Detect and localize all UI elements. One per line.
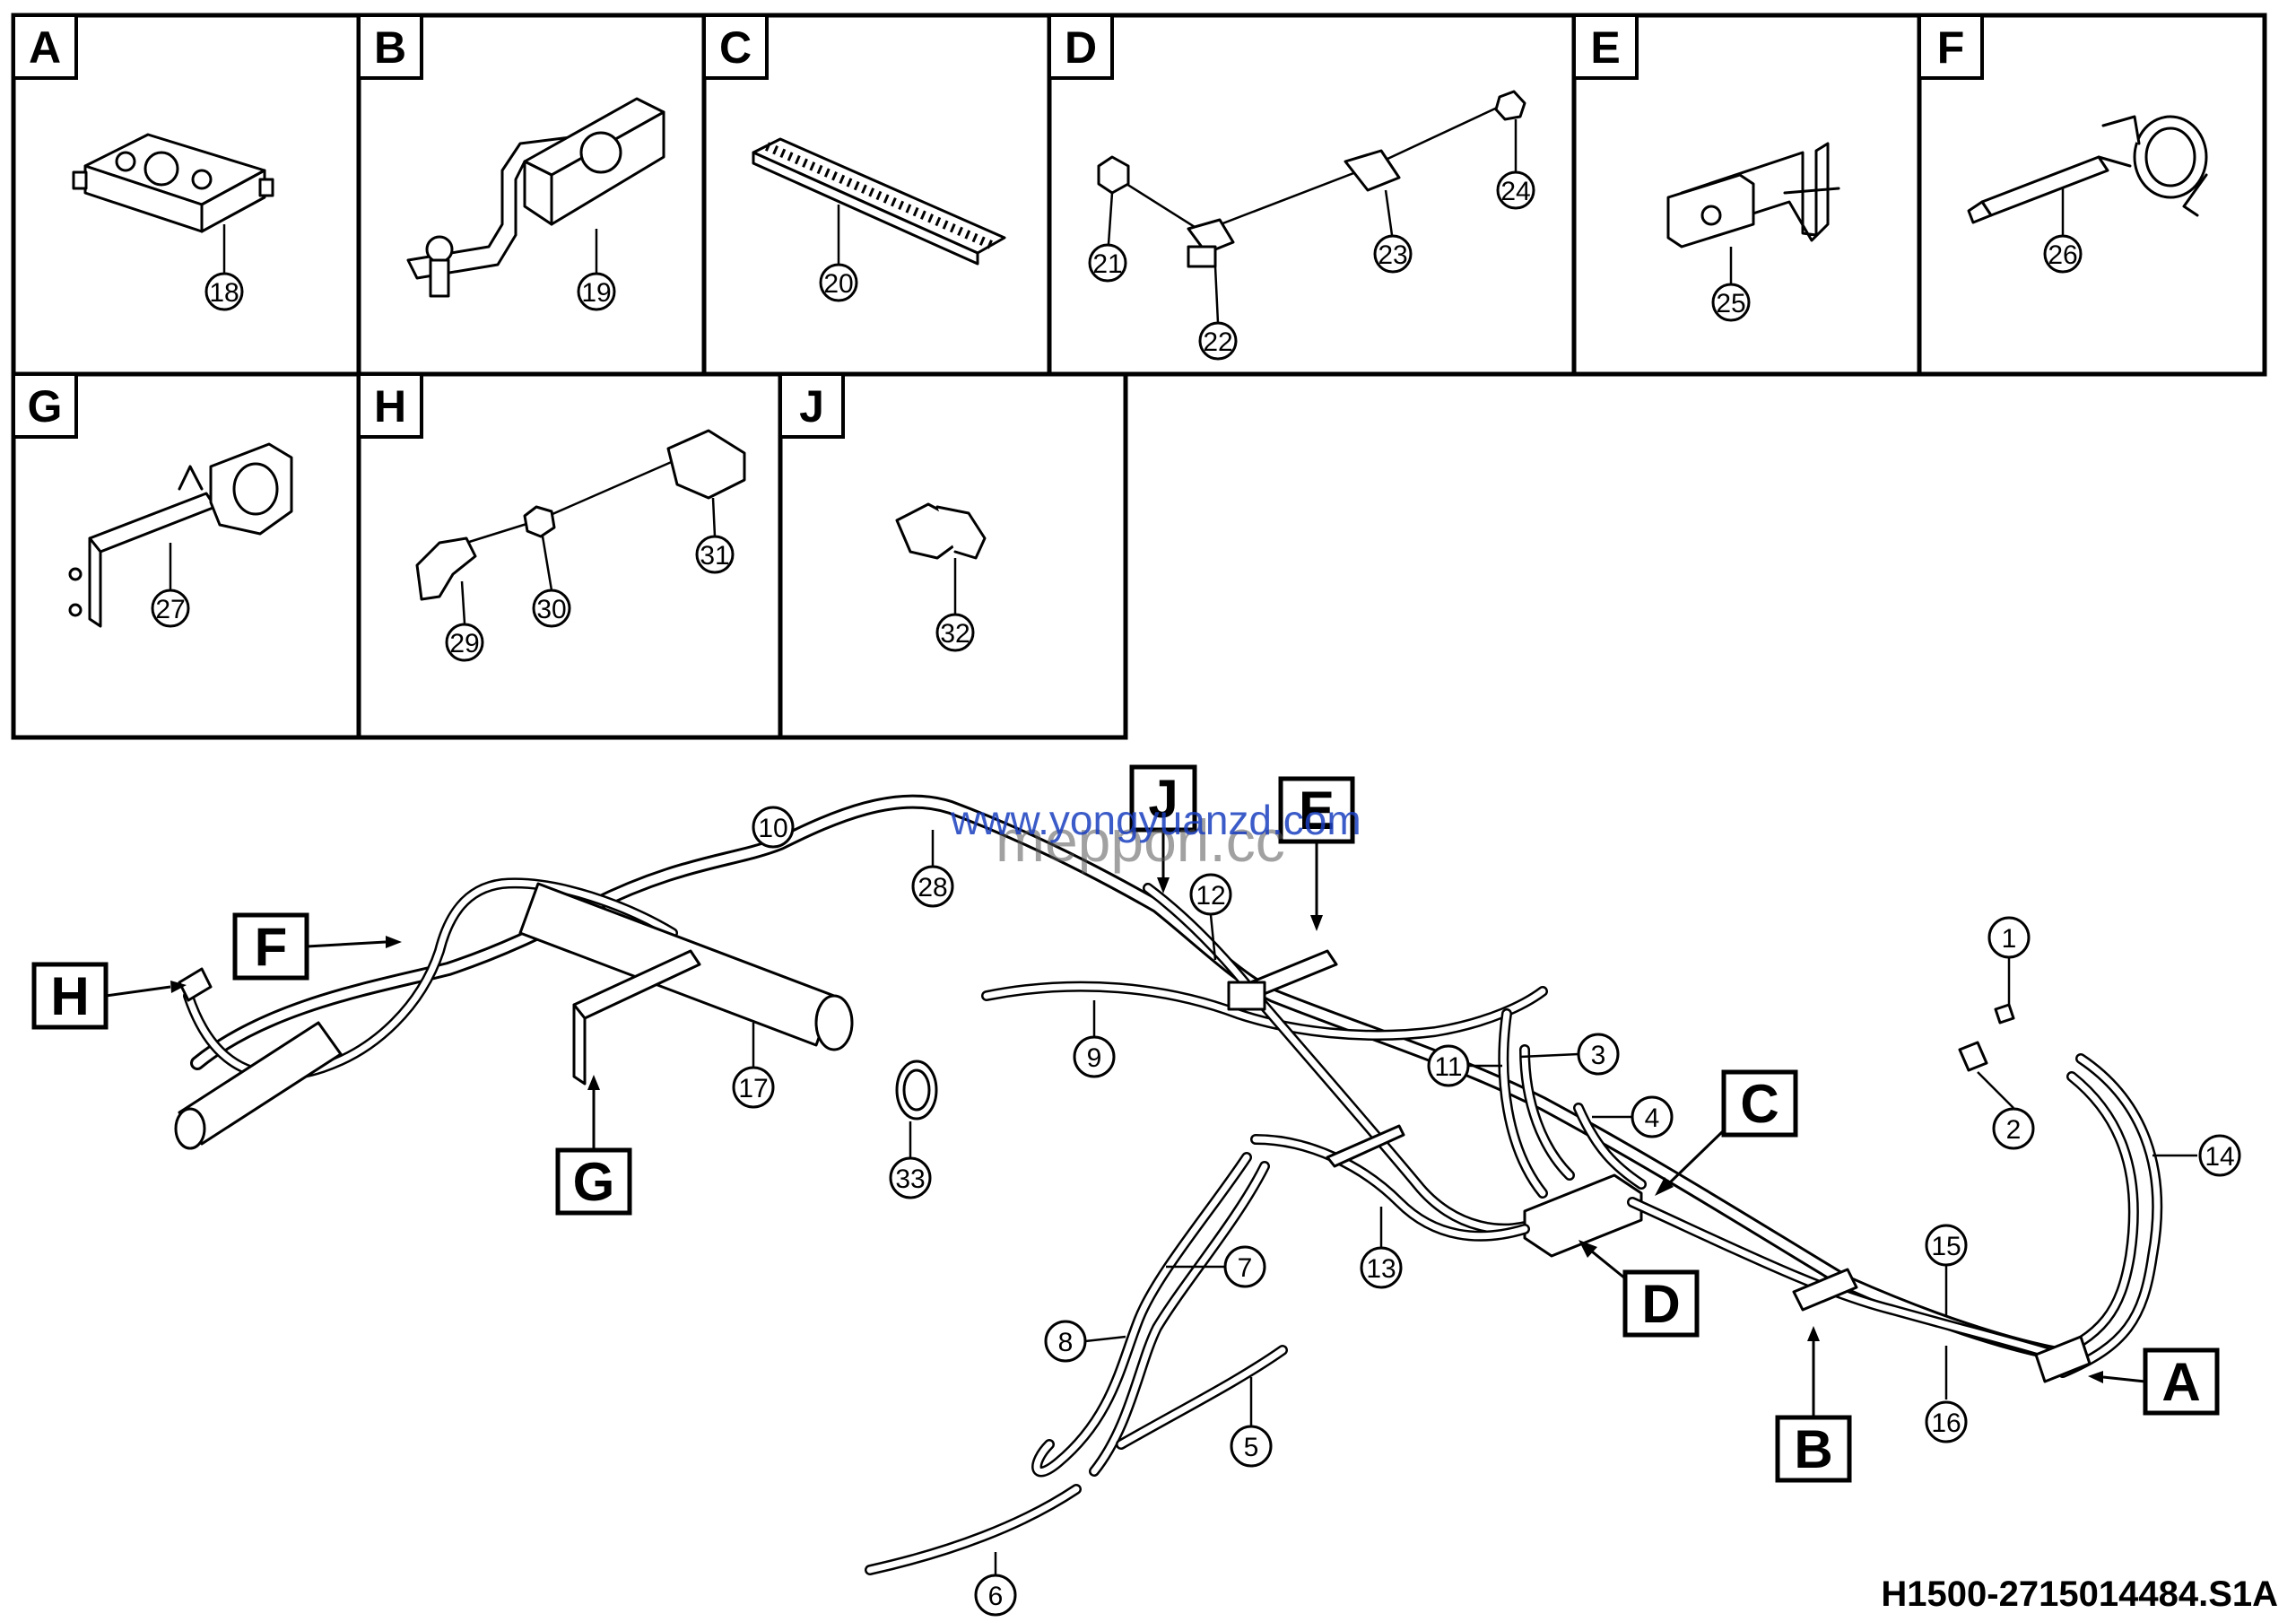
panel-d: D 21 22 23 24: [1047, 13, 1577, 377]
watermark-line1: www.yongyuanzd.com: [950, 797, 1361, 843]
main-tag-g: G: [555, 1075, 632, 1216]
fitting-set-icon: [1097, 90, 1526, 268]
panel-c: C 20: [701, 13, 1052, 377]
panel-e: E 25: [1571, 13, 1922, 377]
fitting-h-icon: [415, 429, 746, 601]
callout-33: 33: [895, 1164, 925, 1194]
callout-22: 22: [1203, 327, 1232, 357]
callout-1: 1: [2002, 924, 2017, 954]
callout-25: 25: [1716, 289, 1745, 318]
callout-28: 28: [918, 873, 947, 903]
callout-29: 29: [449, 629, 479, 658]
panel-a-letter: A: [29, 22, 61, 73]
main-callouts: 1 2 3 4 5 6 7 8 9 10 11 12: [732, 806, 2241, 1617]
svg-text:E: E: [1299, 780, 1335, 841]
svg-text:D: D: [1641, 1274, 1680, 1334]
callout-32: 32: [940, 619, 970, 649]
panel-b-letter: B: [374, 22, 406, 73]
callout-18: 18: [209, 278, 239, 308]
svg-text:F: F: [255, 917, 288, 977]
main-tag-h: H: [31, 962, 187, 1030]
callout-4: 4: [1645, 1103, 1660, 1133]
panel-e-letter: E: [1590, 22, 1620, 73]
callout-16: 16: [1931, 1408, 1961, 1438]
callout-31: 31: [700, 541, 729, 571]
svg-text:J: J: [1148, 769, 1178, 829]
callout-17: 17: [738, 1074, 768, 1103]
callout-24: 24: [1500, 177, 1530, 206]
svg-text:C: C: [1740, 1074, 1779, 1134]
main-tag-f: F: [232, 912, 402, 981]
panel-j: J 32: [778, 371, 1128, 740]
callout-12: 12: [1196, 881, 1225, 911]
panel-d-letter: D: [1065, 22, 1097, 73]
clamp-block-icon: [72, 133, 274, 233]
panel-j-letter: J: [799, 381, 824, 432]
drawing-code: H1500-2715014484.S1A: [1881, 1574, 2278, 1614]
bracket-g-icon: [68, 442, 293, 628]
callout-19: 19: [581, 278, 611, 308]
callout-26: 26: [2048, 240, 2077, 270]
panel-a: A 18: [11, 13, 361, 377]
panel-h-letter: H: [374, 381, 406, 432]
callout-6: 6: [988, 1582, 1004, 1611]
elbow-fitting-icon: [895, 502, 987, 560]
watermark-line2: mepporl.cc: [996, 807, 1285, 874]
panel-b: B 19: [356, 13, 707, 377]
callout-10: 10: [758, 814, 787, 843]
main-tag-b: B: [1775, 1326, 1852, 1483]
panel-c-letter: C: [719, 22, 752, 73]
bracket-f-icon: [1967, 115, 2208, 224]
svg-text:G: G: [573, 1152, 615, 1212]
callout-2: 2: [2006, 1115, 2022, 1145]
guard-strip-icon: [752, 137, 1006, 266]
main-tag-a: A: [2088, 1347, 2220, 1416]
callout-8: 8: [1058, 1328, 1074, 1357]
callout-5: 5: [1244, 1433, 1259, 1462]
callout-15: 15: [1931, 1232, 1961, 1261]
callout-11: 11: [1434, 1052, 1462, 1082]
main-tag-j: J: [1129, 764, 1197, 894]
main-tag-d: D: [1578, 1240, 1700, 1338]
callout-20: 20: [823, 269, 853, 299]
svg-text:H: H: [50, 966, 89, 1026]
callout-27-label: 27: [155, 595, 185, 624]
callout-3: 3: [1591, 1041, 1606, 1070]
callout-23: 23: [1378, 240, 1407, 270]
callout-14: 14: [2205, 1142, 2234, 1172]
callout-9: 9: [1087, 1043, 1102, 1073]
callout-30: 30: [536, 595, 566, 624]
bracket-e-icon: [1666, 142, 1840, 249]
bracket-clamp-icon: [406, 97, 665, 298]
callout-7: 7: [1238, 1253, 1253, 1283]
panel-h: H 29 30 31: [356, 371, 783, 740]
main-assembly: [174, 794, 2163, 1575]
panel-g-letter: G: [28, 381, 63, 432]
panel-g: G A 27: [11, 371, 361, 740]
panel-f: F 26: [1917, 13, 2267, 377]
main-tag-e: E: [1278, 776, 1355, 931]
callout-21: 21: [1092, 249, 1122, 279]
main-tag-c: C: [1655, 1069, 1798, 1196]
callout-13: 13: [1366, 1254, 1396, 1284]
svg-text:B: B: [1794, 1419, 1832, 1479]
panel-f-letter: F: [1937, 22, 1965, 73]
svg-text:A: A: [2161, 1352, 2200, 1412]
